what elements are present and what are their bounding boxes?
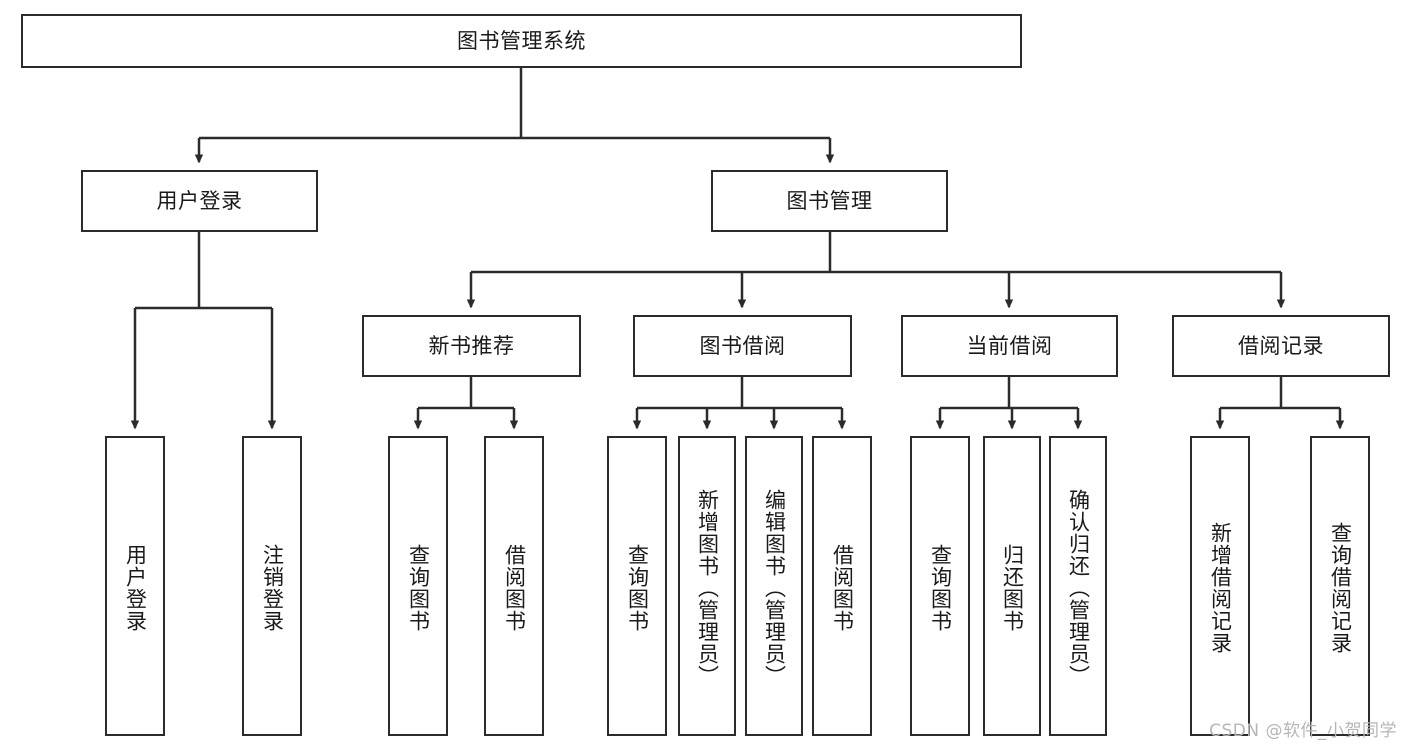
- node-current-borrow[interactable]: 当前借阅: [901, 315, 1118, 377]
- node-root[interactable]: 图书管理系统: [21, 14, 1022, 68]
- leaf-edit-book-admin[interactable]: 编辑图书（管理员）: [745, 436, 803, 736]
- node-root-label: 图书管理系统: [457, 28, 586, 53]
- leaf-logout-label: 注销登录: [260, 544, 285, 632]
- leaf-query-borrow-record-label: 查询借阅记录: [1328, 522, 1353, 654]
- leaf-confirm-return-admin-label: 确认归还（管理员）: [1066, 489, 1091, 687]
- leaf-query-book-recommend[interactable]: 查询图书: [388, 436, 448, 736]
- leaf-add-borrow-record[interactable]: 新增借阅记录: [1190, 436, 1250, 736]
- node-borrow-record[interactable]: 借阅记录: [1172, 315, 1390, 377]
- leaf-query-book-recommend-label: 查询图书: [406, 544, 431, 632]
- node-borrow-record-label: 借阅记录: [1238, 333, 1324, 358]
- leaf-add-book-admin[interactable]: 新增图书（管理员）: [678, 436, 736, 736]
- leaf-user-login-label: 用户登录: [123, 544, 148, 632]
- leaf-return-book-label: 归还图书: [1000, 544, 1025, 632]
- node-book-borrow[interactable]: 图书借阅: [633, 315, 852, 377]
- watermark: CSDN @软件_小贺同学: [1209, 721, 1397, 741]
- leaf-edit-book-admin-label: 编辑图书（管理员）: [762, 489, 787, 687]
- leaf-query-borrow-record[interactable]: 查询借阅记录: [1310, 436, 1370, 736]
- leaf-return-book[interactable]: 归还图书: [983, 436, 1041, 736]
- leaf-borrow-book-recommend-label: 借阅图书: [502, 544, 527, 632]
- node-user-login[interactable]: 用户登录: [81, 170, 318, 232]
- node-current-borrow-label: 当前借阅: [966, 333, 1053, 358]
- leaf-add-book-admin-label: 新增图书（管理员）: [695, 489, 720, 687]
- leaf-logout[interactable]: 注销登录: [242, 436, 302, 736]
- node-user-login-label: 用户登录: [156, 188, 243, 213]
- node-book-borrow-label: 图书借阅: [699, 333, 786, 358]
- leaf-add-borrow-record-label: 新增借阅记录: [1208, 522, 1233, 654]
- node-book-management[interactable]: 图书管理: [711, 170, 948, 232]
- leaf-query-book-current[interactable]: 查询图书: [910, 436, 970, 736]
- leaf-query-book-borrow-label: 查询图书: [625, 544, 650, 632]
- node-book-management-label: 图书管理: [786, 188, 873, 213]
- leaf-query-book-borrow[interactable]: 查询图书: [607, 436, 667, 736]
- leaf-borrow-book-label: 借阅图书: [830, 544, 855, 632]
- leaf-confirm-return-admin[interactable]: 确认归还（管理员）: [1049, 436, 1107, 736]
- node-new-book-recommend-label: 新书推荐: [428, 333, 515, 358]
- leaf-borrow-book-recommend[interactable]: 借阅图书: [484, 436, 544, 736]
- leaf-user-login[interactable]: 用户登录: [105, 436, 165, 736]
- leaf-query-book-current-label: 查询图书: [928, 544, 953, 632]
- leaf-borrow-book[interactable]: 借阅图书: [812, 436, 872, 736]
- node-new-book-recommend[interactable]: 新书推荐: [362, 315, 581, 377]
